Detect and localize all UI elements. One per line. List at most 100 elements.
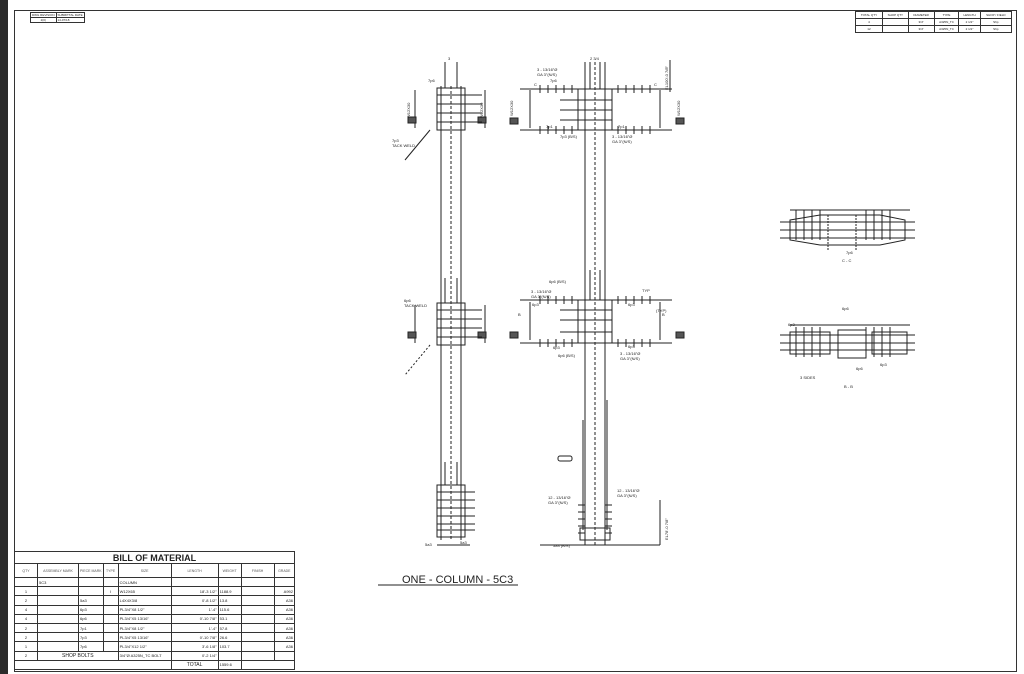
label: 5a3 [460,540,467,545]
type [102,613,119,624]
viewer-sidebar [0,0,8,674]
length: 0'-2 1/4" [170,650,219,661]
bom-title: BILL OF MATERIAL [14,551,295,564]
col-header: GRADE [273,563,296,578]
label: 7p3 [392,138,399,143]
grade: A36 [273,632,296,643]
qty: 2 [14,595,38,606]
col-header: TYPE [102,563,119,578]
label: 3 SIDES [800,375,816,380]
label: 6p3 [532,302,539,307]
label: GA 3"(N/S) [537,72,557,77]
label: TYP [642,288,650,293]
label: 7p6 [428,78,435,83]
size: PL3/4"X8 1/2" [117,604,172,615]
total-weight: 1559.6 [217,659,242,670]
label: 6p3 [553,345,560,350]
grade: A992 [273,586,296,597]
empty-cell [240,622,275,634]
empty-cell [37,604,79,615]
empty-cell [37,632,79,643]
dimension: 2 3/4 [590,56,600,61]
label: 6p3 [788,322,795,327]
size: COLUMN [117,576,172,588]
bolt-rows-right [539,85,651,534]
length: 1'-4" [170,622,219,634]
section-bolts [790,209,910,357]
col-header: SIZE [117,563,172,578]
label: 7p6 [846,250,853,255]
col-header: LENGTH [170,563,219,578]
section-b-b [780,329,915,359]
type [102,622,119,634]
label: 5a3 [425,542,432,547]
label: 12 - 13/16"Ø [617,488,640,493]
length: 0'-8 1/2" [170,595,219,606]
empty-cell [37,586,79,597]
empty-cell [240,613,275,624]
piece: 7p6 [78,641,104,652]
section-title: C - C [842,258,851,263]
piece: 6p3 [78,604,104,615]
qty: 2 [14,650,38,661]
empty-cell [37,595,79,606]
type [102,595,119,606]
drawing-sheet-border [14,10,1017,672]
empty-cell [240,632,275,643]
column-side-view [404,62,487,546]
label: (TYP) [656,308,667,313]
col-header: PIECE MARK [78,563,104,578]
grade: A36 [273,604,296,615]
bolt-rows-left [437,94,482,531]
empty-cell [240,604,275,615]
type [102,641,119,652]
label: 7p6 [550,78,557,83]
grade: A36 [273,613,296,624]
label: 3 - 13/16"Ø [537,67,557,72]
label: 6p3 [880,362,887,367]
label: GA 3"(N/S) [620,356,640,361]
cell: 12 [855,25,883,33]
label: W12X30 [406,102,411,118]
column-front-view [509,60,685,546]
type [102,632,119,643]
label: GA 3"(N/S) [531,294,551,299]
qty: 2 [14,632,38,643]
label: B [662,312,665,317]
label: 6p6 (B/S) [549,279,567,284]
col-header: QTY [14,563,38,578]
piece [78,586,104,597]
label: GA 3"(N/S) [617,493,637,498]
bill-of-material-table: BILL OF MATERIAL QTY ASSEMBLY MARK PIECE… [14,551,296,670]
empty-cell [240,641,275,652]
label: 5a3 (B/S) [553,543,571,548]
weight: 13.8 [217,595,242,606]
empty-cell [37,622,79,634]
label: W12X30 [479,102,484,118]
label: 6p6 [842,306,849,311]
drawing-title: ONE - COLUMN - 5C3 [402,574,513,586]
qty: 4 [14,613,38,624]
label: EL78'-0 7/8" [664,518,669,540]
col-header: FINISH [240,563,275,578]
piece: 7p3 [78,632,104,643]
label: 7p1 [618,124,625,129]
weight: 53.1 [217,613,242,624]
weight: 26.6 [217,632,242,643]
label: 3 - 13/16"Ø [620,351,640,356]
grade: A36 [273,595,296,606]
total-label: TOTAL [170,659,219,670]
label: W12X30 [509,100,514,116]
size: PL3/4"X5 13/16" [117,613,172,624]
size: 3/4"Ø A325N_TC BOLT [117,650,172,661]
label: EL100'-0 7/8" [664,65,669,90]
label: GA 3"(N/S) [548,500,568,505]
length: 1'-4" [170,604,219,615]
grade: A36 [273,622,296,634]
